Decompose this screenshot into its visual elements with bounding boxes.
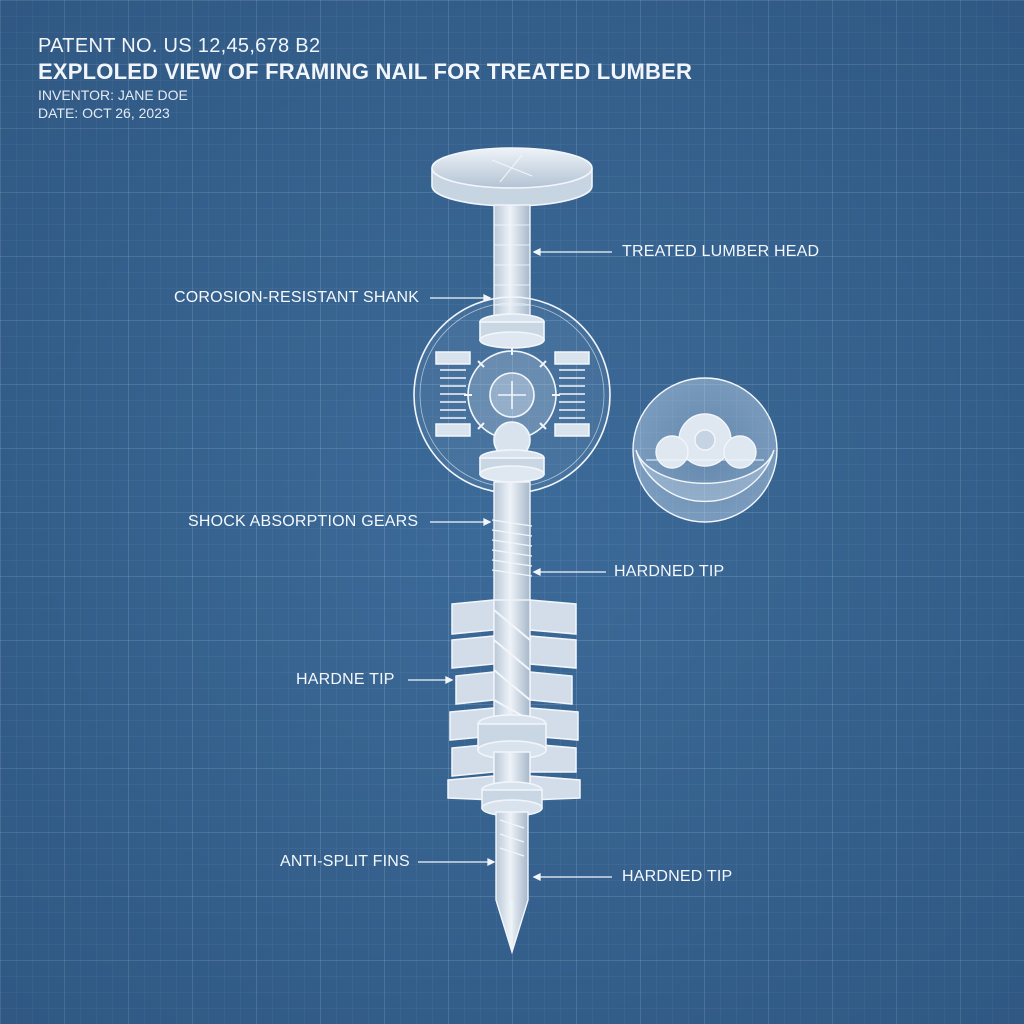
patent-number: PATENT NO. US 12,45,678 B2	[38, 35, 321, 57]
middle-shank	[491, 481, 533, 603]
left-spring	[435, 351, 471, 437]
callout-tip-lower: HARDNED TIP	[622, 868, 733, 885]
callout-shank: COROSION-RESISTANT SHANK	[174, 289, 420, 306]
nail-tip	[495, 811, 529, 955]
title-block: PATENT NO. US 12,45,678 B2 EXPLOLED VIEW…	[38, 34, 692, 122]
leader-lines	[408, 247, 612, 882]
callout-fins: ANTI-SPLIT FINS	[280, 853, 410, 870]
detail-bubble	[632, 377, 778, 523]
right-spring	[554, 351, 590, 437]
drawing-title: EXPLOLED VIEW OF FRAMING NAIL FOR TREATE…	[38, 59, 693, 84]
lower-gears	[477, 714, 547, 817]
nail-head	[431, 147, 593, 207]
gear-assembly	[413, 296, 611, 494]
callout-gears: SHOCK ABSORPTION GEARS	[188, 513, 419, 530]
twisted-shank	[493, 599, 531, 721]
inventor-line: INVENTOR: JANE DOE	[38, 87, 188, 103]
callout-tip-garbled: HARDNE TIP	[296, 671, 395, 688]
callout-head: TREATED LUMBER HEAD	[622, 243, 820, 260]
callout-tip-upper: HARDNED TIP	[614, 563, 725, 580]
date-line: DATE: OCT 26, 2023	[38, 105, 170, 121]
